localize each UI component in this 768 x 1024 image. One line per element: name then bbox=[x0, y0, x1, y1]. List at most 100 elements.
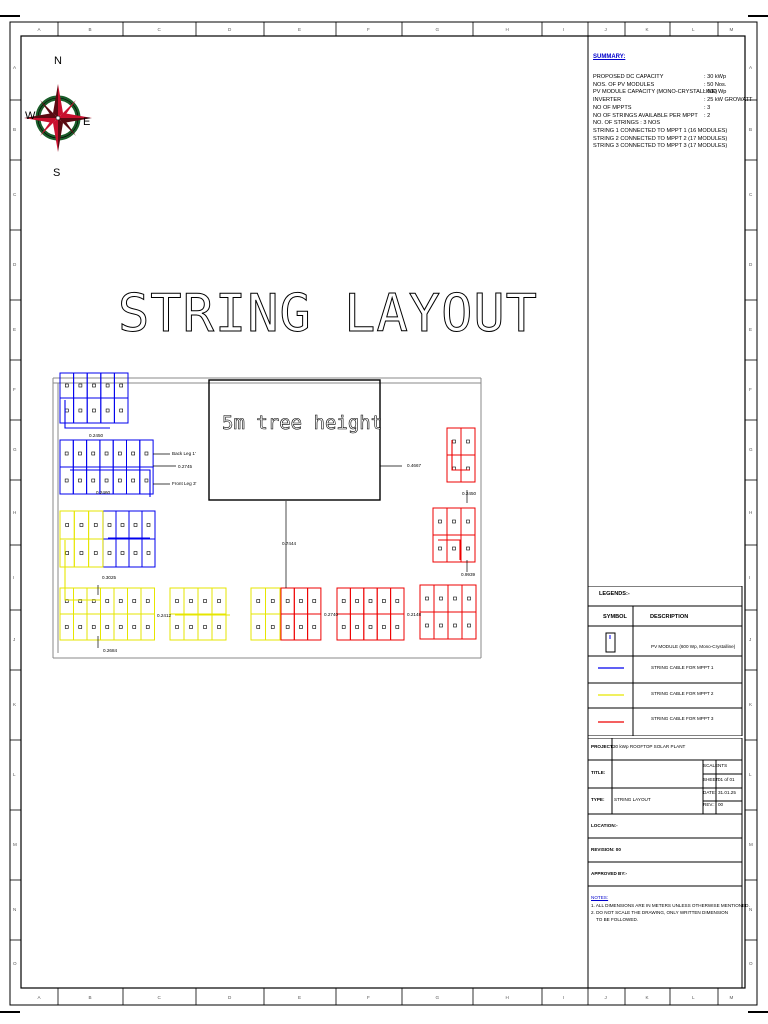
array-mppt2-bottom bbox=[59, 587, 155, 641]
type-value: STRING LAYOUT bbox=[614, 797, 651, 802]
summary-row-value: : 25 kW GROWATT bbox=[704, 97, 753, 104]
grid-column-label: D bbox=[228, 27, 232, 32]
pv-module bbox=[73, 587, 88, 615]
approved-label: APPROVED BY:- bbox=[591, 871, 628, 876]
summary-row-value: : 50 Nos. bbox=[704, 81, 727, 88]
summary-row-label: STRING 2 CONNECTED TO MPPT 2 (17 MODULES… bbox=[593, 135, 728, 142]
string-cable bbox=[64, 400, 110, 429]
summary-row-label: INVERTER bbox=[593, 97, 622, 104]
roof-outline bbox=[52, 377, 482, 659]
pv-module bbox=[59, 538, 75, 568]
pv-module bbox=[115, 510, 130, 540]
grid-row-label: J bbox=[13, 637, 16, 642]
string-cable bbox=[70, 469, 151, 497]
dim-label: 0.2460 bbox=[96, 490, 111, 495]
grid-row-label: F bbox=[13, 387, 16, 392]
pv-module bbox=[139, 439, 154, 468]
pv-module bbox=[86, 613, 101, 641]
pv-module bbox=[86, 587, 101, 615]
pv-module bbox=[73, 613, 88, 641]
pv-module bbox=[59, 613, 74, 641]
grid-row-label: B bbox=[749, 127, 753, 132]
pv-module bbox=[250, 587, 266, 615]
pv-module bbox=[128, 538, 143, 568]
summary-row-value: : 30 kWp bbox=[704, 74, 727, 80]
pv-arrays bbox=[59, 372, 477, 641]
grid-column-label: L bbox=[692, 995, 695, 1000]
pv-module bbox=[169, 587, 185, 615]
pv-module bbox=[169, 613, 185, 641]
pv-module bbox=[139, 466, 154, 495]
dim-label: 0.2684 bbox=[103, 648, 118, 653]
grid-column-label: K bbox=[645, 995, 649, 1000]
rev-label: REV.: bbox=[703, 802, 715, 807]
pv-module bbox=[86, 372, 102, 399]
pv-module bbox=[126, 439, 141, 468]
grid-column-label: G bbox=[435, 27, 440, 32]
grid-column-label: F bbox=[367, 995, 370, 1000]
pv-module bbox=[100, 587, 115, 615]
pv-module bbox=[183, 613, 199, 641]
legend-table bbox=[588, 586, 743, 736]
compass-rose bbox=[24, 84, 92, 152]
grid-row-label: N bbox=[749, 907, 753, 912]
string-cable bbox=[451, 440, 470, 471]
pv-module bbox=[73, 538, 90, 568]
pv-module bbox=[113, 372, 129, 399]
legend-item-mppt2: STRING CABLE FOR MPPT 2 bbox=[651, 691, 714, 696]
grid-row-label: G bbox=[13, 447, 17, 452]
pv-module bbox=[336, 613, 351, 641]
grid-column-label: B bbox=[88, 27, 92, 32]
grid-column-label: B bbox=[88, 995, 92, 1000]
type-label: TYPE: bbox=[591, 797, 605, 802]
summary-row-label: NOS. OF PV MODULES bbox=[593, 81, 655, 88]
pv-module bbox=[197, 587, 213, 615]
grid-row-label: I bbox=[13, 574, 15, 580]
pv-module bbox=[73, 372, 88, 399]
pv-module bbox=[307, 587, 322, 615]
pv-module bbox=[88, 538, 104, 568]
pv-module bbox=[140, 613, 155, 641]
note-3: TO BE FOLLOWED. bbox=[591, 917, 639, 922]
dim-label: 0.2450 bbox=[89, 433, 104, 438]
note-2: 2. DO NOT SCALE THE DRAWING, ONLY WRITTE… bbox=[591, 910, 729, 915]
location-label: LOCATION:- bbox=[591, 823, 618, 828]
title-block bbox=[588, 738, 743, 989]
grid-column-label: M bbox=[729, 27, 734, 32]
grid-column-label: K bbox=[645, 27, 649, 32]
pv-module bbox=[447, 611, 463, 640]
grid-column-label: L bbox=[692, 27, 695, 32]
drawing-title: STRING LAYOUT bbox=[118, 284, 538, 345]
array-mppt1-mid bbox=[59, 439, 154, 495]
pv-module bbox=[72, 466, 88, 495]
pv-module bbox=[461, 584, 477, 613]
legend-col-symbol: SYMBOL bbox=[603, 614, 627, 620]
grid-row-label: E bbox=[13, 327, 17, 332]
sheet-label: SHEET: bbox=[703, 777, 720, 782]
array-mppt1-low bbox=[102, 510, 156, 568]
grid-row-label: F bbox=[749, 387, 752, 392]
grid-column-label: A bbox=[37, 27, 41, 32]
dim-label: 0.3025 bbox=[102, 575, 117, 580]
array-mppt1-top bbox=[59, 372, 129, 424]
dim-label: 0.2745 bbox=[178, 464, 193, 469]
grid-row-label: E bbox=[749, 327, 753, 332]
pv-module bbox=[59, 510, 75, 540]
summary-row-label: STRING 3 CONNECTED TO MPPT 3 (17 MODULES… bbox=[593, 143, 728, 150]
legend-col-description: DESCRIPTION bbox=[650, 614, 689, 620]
pv-module bbox=[115, 538, 130, 568]
pv-module bbox=[113, 613, 128, 641]
title-label: TITLE: bbox=[591, 770, 606, 775]
back-leg-label: Back Leg 1' bbox=[172, 451, 196, 456]
string-cable bbox=[438, 539, 461, 560]
pv-module bbox=[128, 510, 143, 540]
obstruction-box bbox=[208, 379, 381, 501]
pv-module bbox=[73, 510, 90, 540]
grid-column-label: E bbox=[298, 995, 302, 1000]
pv-module bbox=[363, 613, 378, 641]
dim-label: 0.2412 bbox=[157, 613, 172, 618]
summary-row-label: NO OF MPPTS bbox=[593, 104, 632, 111]
grid-row-label: B bbox=[13, 127, 17, 132]
obstruction-label: 5m tree height bbox=[222, 412, 383, 435]
grid-row-label: G bbox=[749, 447, 753, 452]
